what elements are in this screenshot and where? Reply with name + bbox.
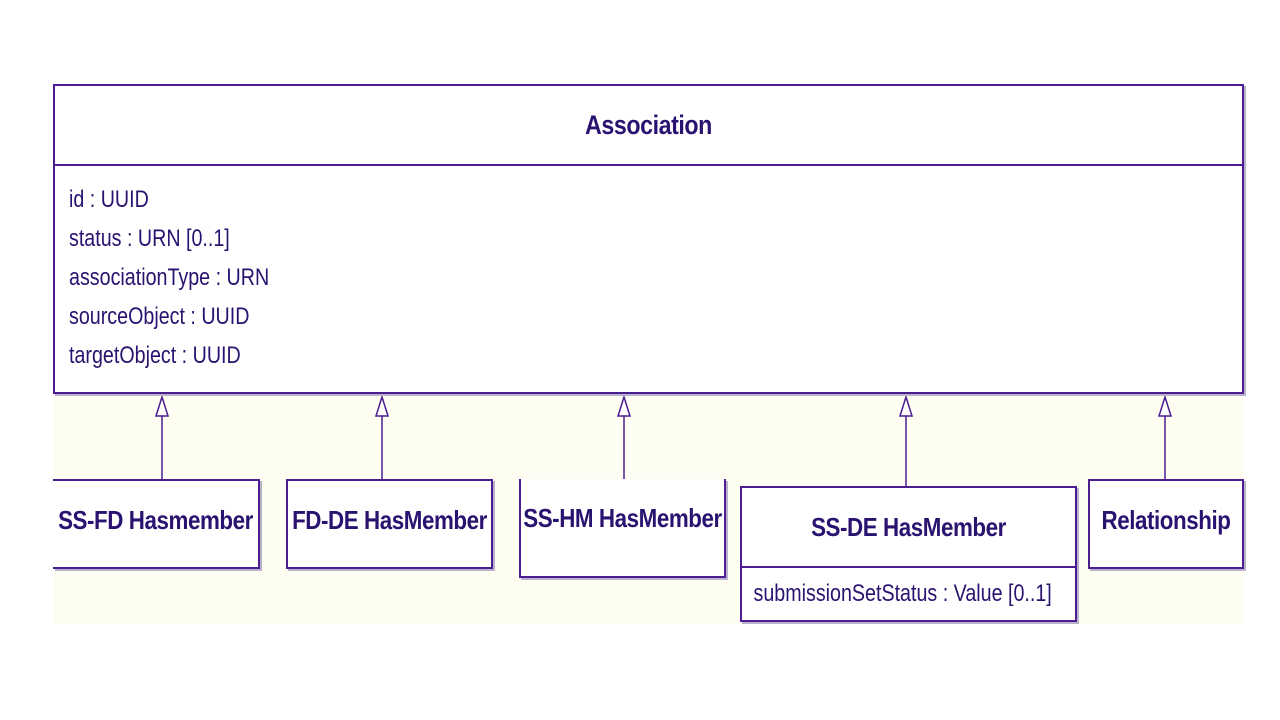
attribute-id: id : UUID xyxy=(69,186,149,213)
fd-de-hasmember-name: FD-DE HasMember xyxy=(292,504,487,535)
ss-hm-hasmember-name: SS-HM HasMember xyxy=(523,502,722,533)
ss-fd-hasmember-class[interactable]: SS-FD Hasmember xyxy=(53,479,260,569)
association-class[interactable]: Association id : UUID status : URN [0..1… xyxy=(53,84,1244,394)
relationship-class[interactable]: Relationship xyxy=(1088,479,1244,569)
association-class-name: Association xyxy=(585,109,712,140)
attribute-association-type: associationType : URN xyxy=(69,264,270,291)
attribute-status: status : URN [0..1] xyxy=(69,225,230,252)
attribute-source-object: sourceObject : UUID xyxy=(69,303,250,330)
generalization-arrow-fd-de xyxy=(374,394,390,417)
relationship-name: Relationship xyxy=(1101,504,1231,535)
attribute-target-object: targetObject : UUID xyxy=(69,342,241,369)
attribute-submission-set-status: submissionSetStatus : Value [0..1] xyxy=(753,580,1052,607)
ss-hm-hasmember-class[interactable]: SS-HM HasMember xyxy=(519,479,726,578)
generalization-arrow-ss-hm xyxy=(616,394,632,417)
association-divider xyxy=(55,164,1242,166)
ss-de-hasmember-class[interactable]: SS-DE HasMember submissionSetStatus : Va… xyxy=(740,486,1077,622)
ss-fd-hasmember-name: SS-FD Hasmember xyxy=(58,504,253,535)
ss-de-divider xyxy=(742,566,1075,568)
generalization-arrow-relationship xyxy=(1157,394,1173,417)
association-attributes: id : UUID status : URN [0..1] associatio… xyxy=(55,166,1242,375)
generalization-arrow-ss-fd xyxy=(154,394,170,417)
ss-de-hasmember-name: SS-DE HasMember xyxy=(811,511,1006,542)
generalization-arrow-ss-de xyxy=(898,394,914,417)
fd-de-hasmember-class[interactable]: FD-DE HasMember xyxy=(286,479,493,569)
